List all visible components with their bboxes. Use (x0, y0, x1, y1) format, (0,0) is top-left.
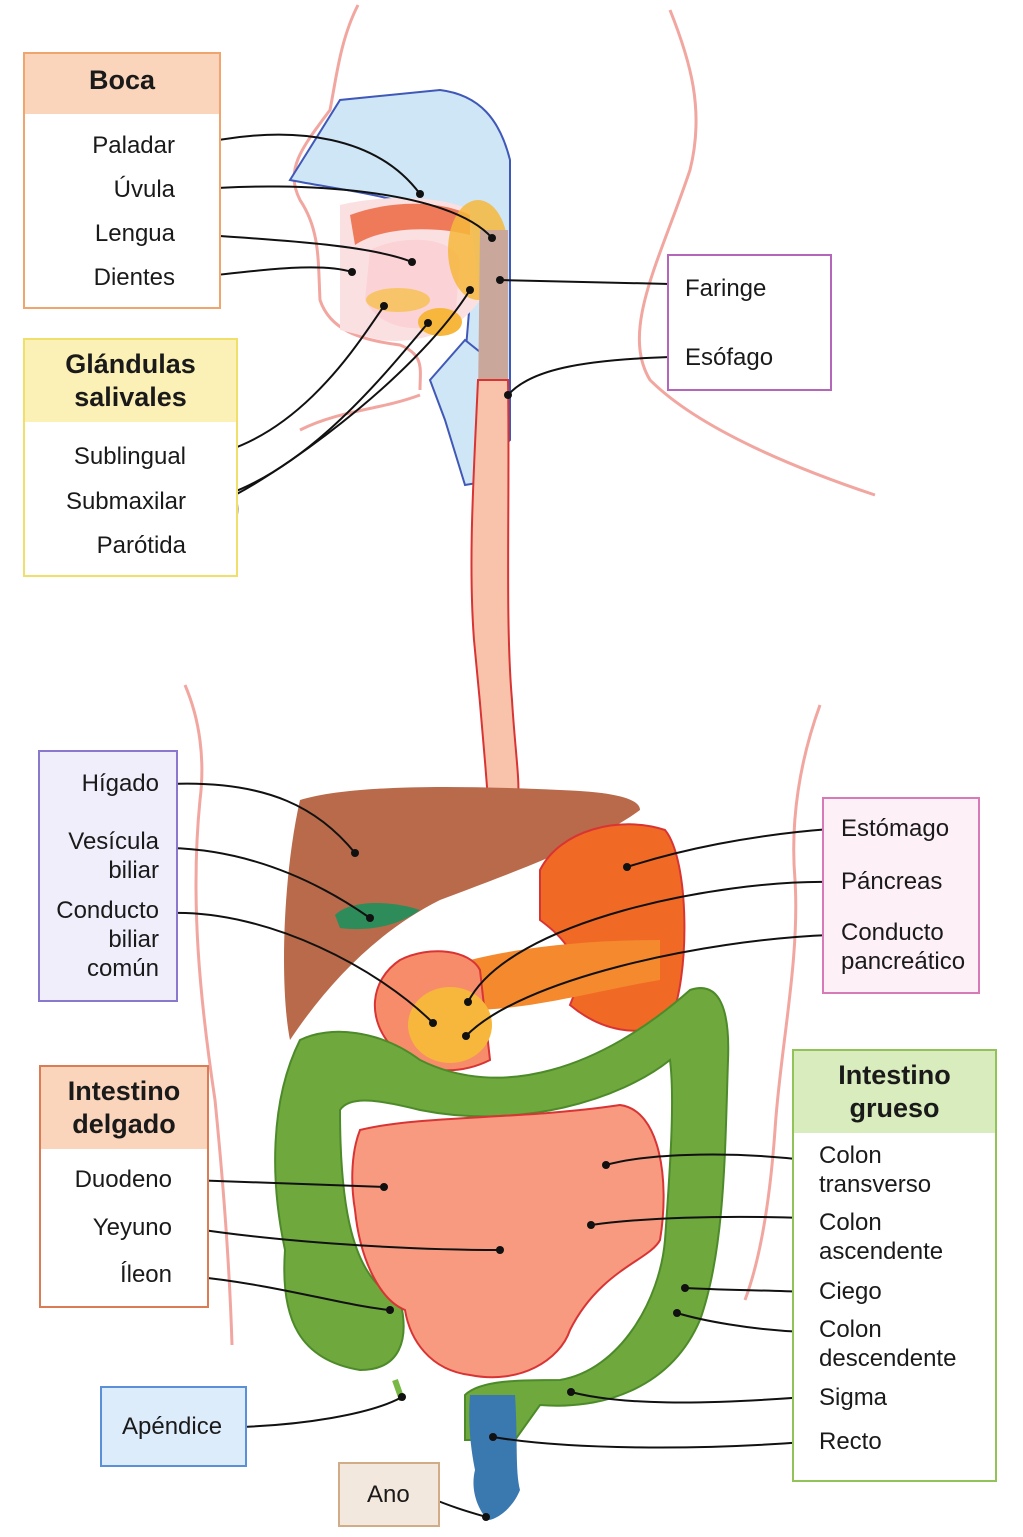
label-colon-ascendente: Colon ascendente (819, 1209, 944, 1265)
label-colon-descendente: Colon descendente (819, 1316, 957, 1372)
label-yeyuno: Yeyuno (92, 1214, 172, 1241)
leader-lines (169, 133, 831, 1518)
stomach-shape (539, 823, 686, 1032)
large-intestine-shape (274, 987, 730, 1441)
intestino-grueso-box: Intestino grueso (792, 1049, 997, 1482)
apendice-box (100, 1386, 247, 1467)
glandulas-box: Glándulas salivales (23, 338, 238, 577)
faringe-box (667, 254, 832, 391)
label-ano: Ano (367, 1481, 410, 1508)
boca-header: Boca (25, 54, 219, 114)
label-submaxilar: Submaxilar (65, 488, 186, 515)
label-pancreas: Páncreas (841, 868, 943, 895)
label-colon-transverso: Colon transverso (819, 1142, 932, 1198)
liver-shape (284, 787, 640, 1040)
rectum-shape (469, 1395, 520, 1520)
label-uvula: Úvula (113, 176, 175, 203)
label-sublingual: Sublingual (73, 443, 186, 470)
label-higado: Hígado (81, 770, 159, 797)
label-esofago: Esófago (685, 344, 774, 371)
label-recto: Recto (819, 1428, 882, 1455)
label-conducto-biliar-comun: Conducto biliar común (56, 897, 159, 982)
esophagus-shape (470, 379, 520, 801)
pancreas-shape (470, 940, 660, 1010)
intestino-delgado-box: Intestino delgado (39, 1065, 209, 1308)
label-ileon: Íleon (119, 1261, 172, 1288)
label-parotida: Parótida (96, 532, 186, 559)
sublingual-gland-shape (366, 288, 430, 312)
label-vesicula-biliar: Vesícula biliar (68, 828, 159, 884)
label-duodeno: Duodeno (74, 1166, 172, 1193)
label-paladar: Paladar (92, 132, 175, 159)
palate-shape (350, 203, 470, 245)
estomago-box (822, 797, 980, 994)
label-faringe: Faringe (685, 275, 767, 302)
boca-box: Boca (23, 52, 221, 309)
label-apendice: Apéndice (122, 1413, 223, 1440)
ano-box (338, 1462, 440, 1527)
intestino-grueso-header: Intestino grueso (794, 1051, 995, 1133)
label-conducto-pancreatico: Conducto pancreático (841, 919, 966, 975)
pharynx-shape (478, 230, 508, 400)
label-ciego: Ciego (819, 1278, 882, 1305)
glandulas-header: Glándulas salivales (25, 340, 236, 422)
label-estomago: Estómago (841, 815, 950, 842)
small-intestine-shape (351, 1103, 665, 1379)
pancreas-head-shape (408, 987, 492, 1063)
body-outline (183, 4, 876, 1346)
intestino-delgado-header: Intestino delgado (41, 1067, 207, 1149)
leader-dots (348, 190, 689, 1521)
label-lengua: Lengua (94, 220, 175, 247)
higado-box (38, 750, 178, 1002)
submaxillary-gland-shape (418, 308, 462, 336)
label-sigma: Sigma (819, 1384, 888, 1411)
label-dientes: Dientes (93, 264, 175, 291)
